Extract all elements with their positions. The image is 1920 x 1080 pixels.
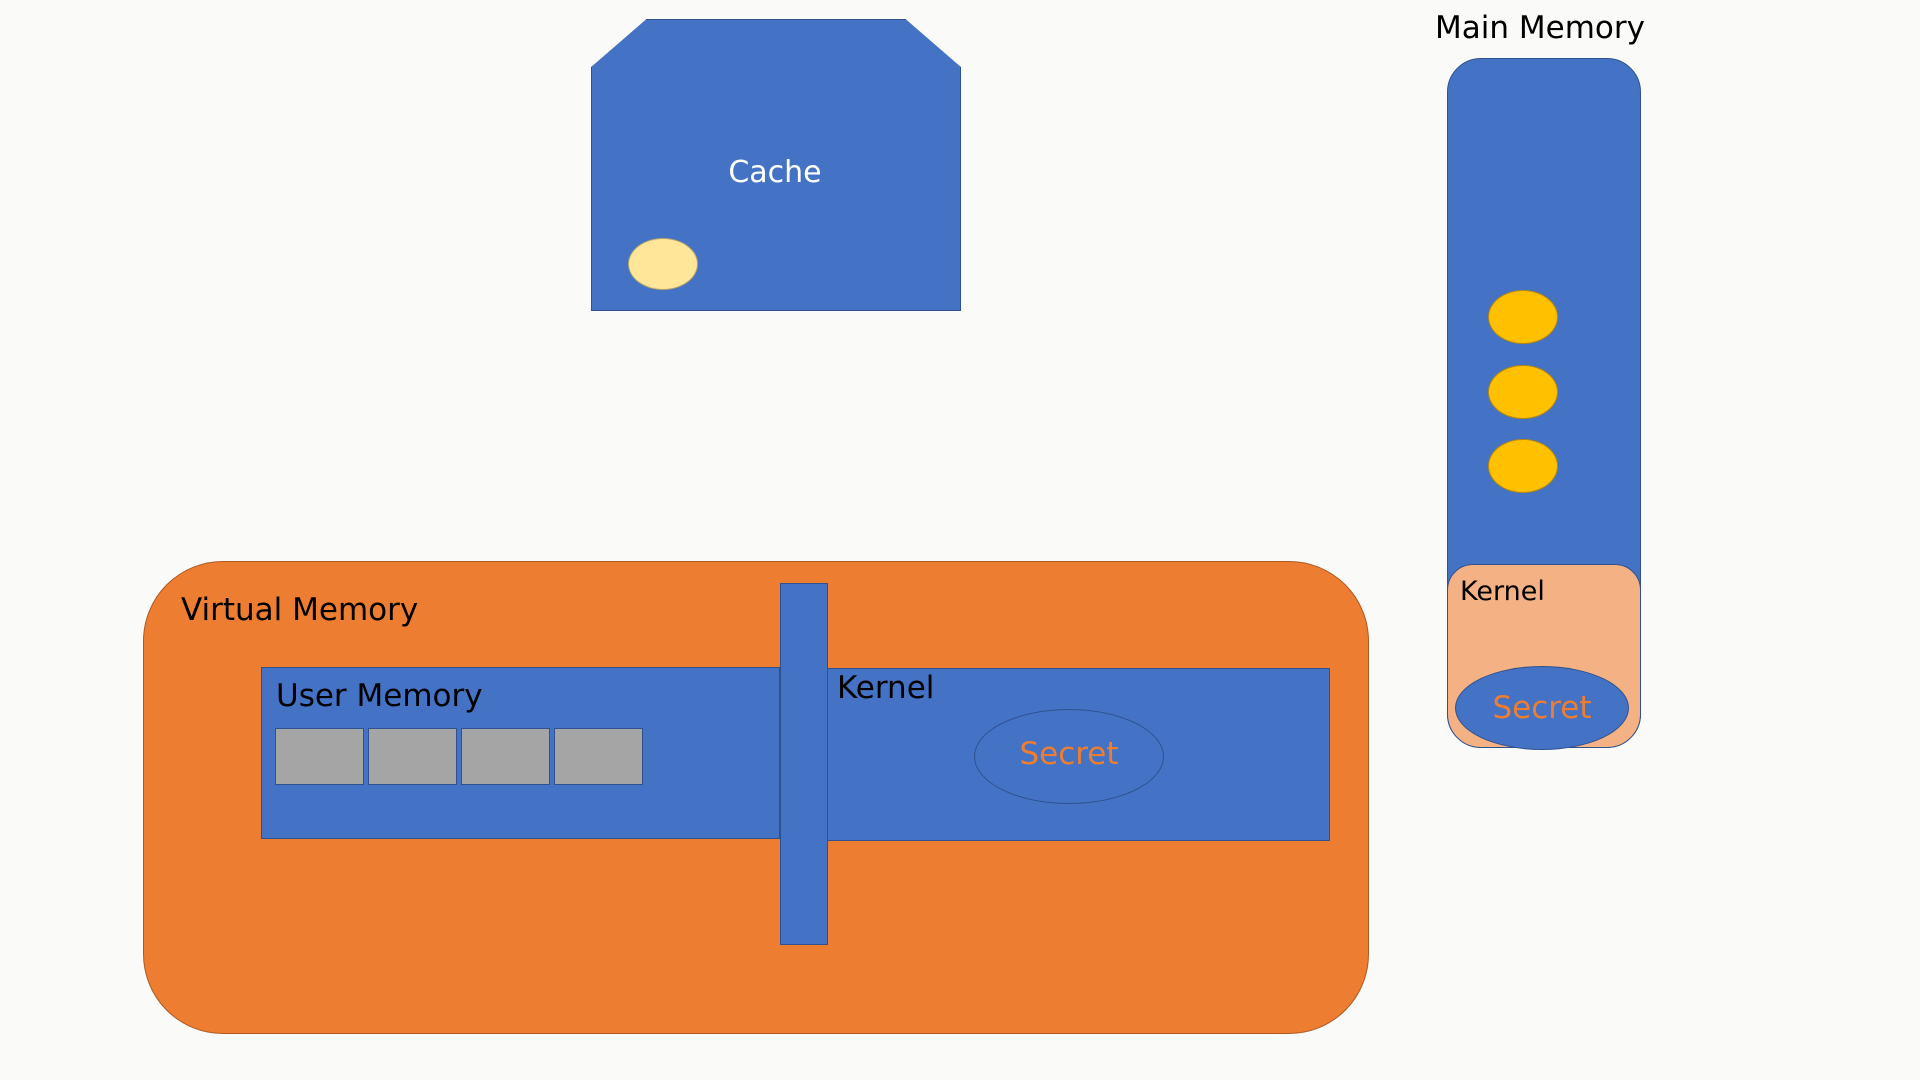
main-memory-data-token [1488, 365, 1558, 419]
user-kernel-boundary-bar [780, 583, 828, 945]
main-memory-secret-label: Secret [1492, 690, 1592, 726]
virtual-memory-secret-label: Secret [1019, 736, 1119, 772]
cache-data-token [628, 238, 698, 290]
user-memory-page [368, 728, 457, 785]
virtual-memory-kernel-label: Kernel [837, 670, 935, 706]
main-memory-kernel-label: Kernel [1460, 576, 1545, 607]
user-memory-page [275, 728, 364, 785]
user-memory-page [554, 728, 643, 785]
user-memory-label: User Memory [276, 678, 483, 714]
virtual-memory-secret [974, 709, 1164, 804]
virtual-memory-title: Virtual Memory [181, 592, 419, 628]
main-memory-secret [1455, 666, 1629, 750]
main-memory-data-token [1488, 439, 1558, 493]
user-memory-page [461, 728, 550, 785]
cache-label: Cache [728, 155, 822, 190]
main-memory-title: Main Memory [1435, 10, 1645, 46]
main-memory-data-token [1488, 290, 1558, 344]
